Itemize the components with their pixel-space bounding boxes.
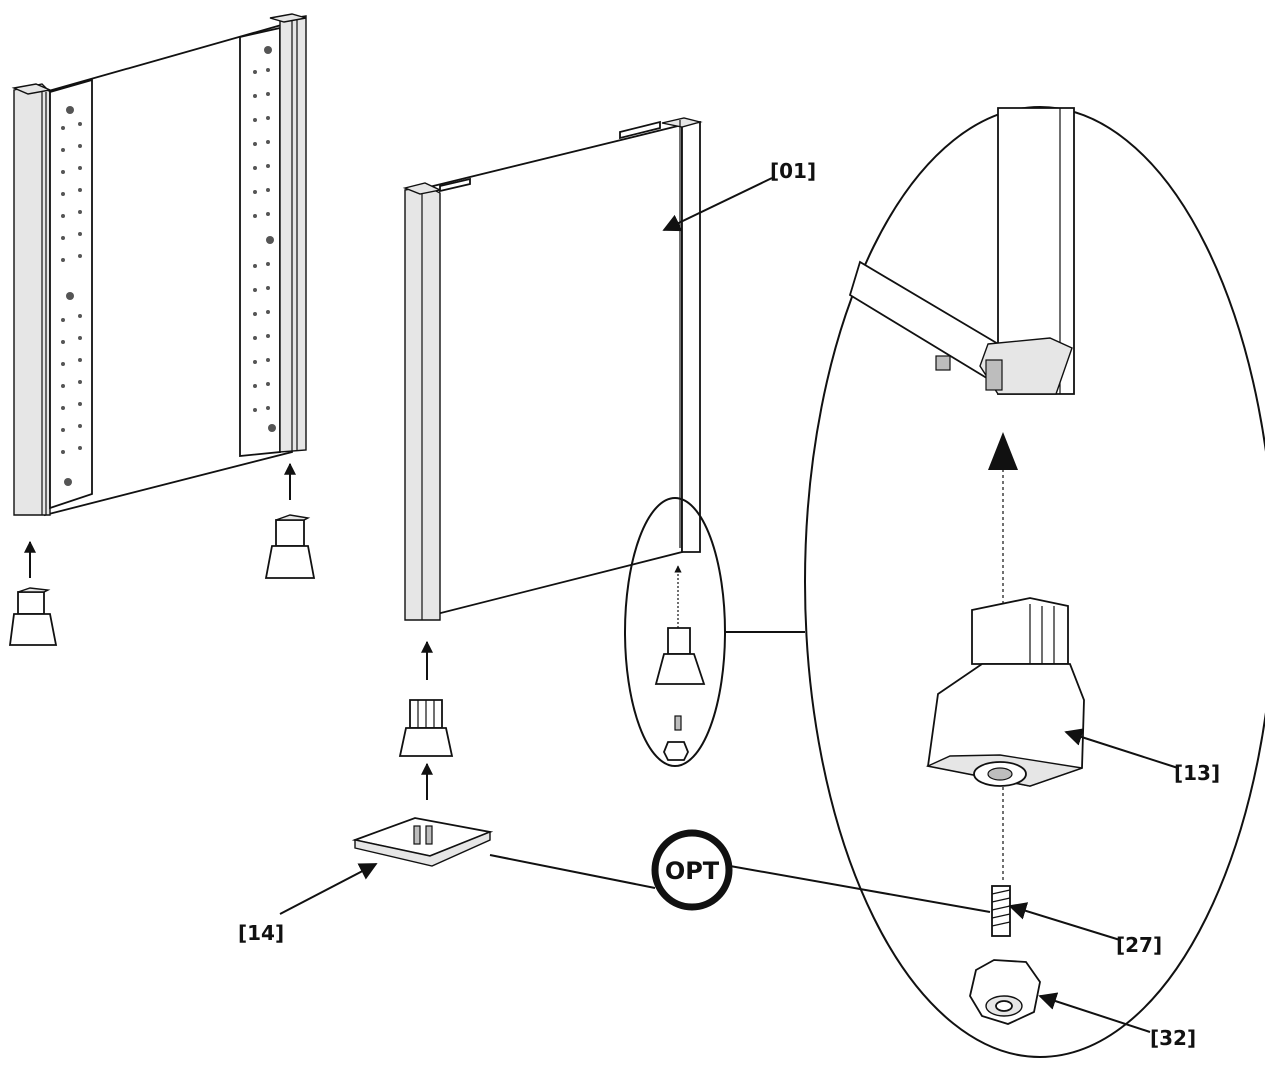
- panel-01: [402, 117, 703, 621]
- floor-glide-14: [351, 817, 494, 867]
- hex-nut-32: [969, 959, 1041, 1025]
- foot-left-1: [8, 540, 58, 646]
- hole-pattern-right: [253, 46, 276, 432]
- optional-badge: OPT: [651, 829, 733, 911]
- optional-badge-text: OPT: [665, 857, 720, 885]
- opt-connector-right: [729, 865, 991, 913]
- label-part-01: [01]: [770, 159, 816, 183]
- opt-connector-left: [489, 854, 656, 889]
- side-panel-left: [11, 13, 307, 517]
- leader-01: [662, 177, 773, 232]
- foot-left-2: [264, 462, 316, 579]
- label-part-14: [14]: [238, 921, 284, 945]
- label-part-27: [27]: [1116, 933, 1162, 957]
- leader-14: [279, 863, 378, 915]
- leader-27: [1008, 902, 1121, 941]
- leader-13: [1064, 728, 1179, 769]
- foot-middle: [398, 640, 454, 800]
- hole-pattern-left: [61, 106, 82, 486]
- detail-callout-large: [804, 106, 1265, 1058]
- label-part-32: [32]: [1150, 1026, 1196, 1050]
- leader-32: [1038, 992, 1151, 1033]
- threaded-stud-27: [991, 885, 1011, 937]
- label-part-13: [13]: [1174, 761, 1220, 785]
